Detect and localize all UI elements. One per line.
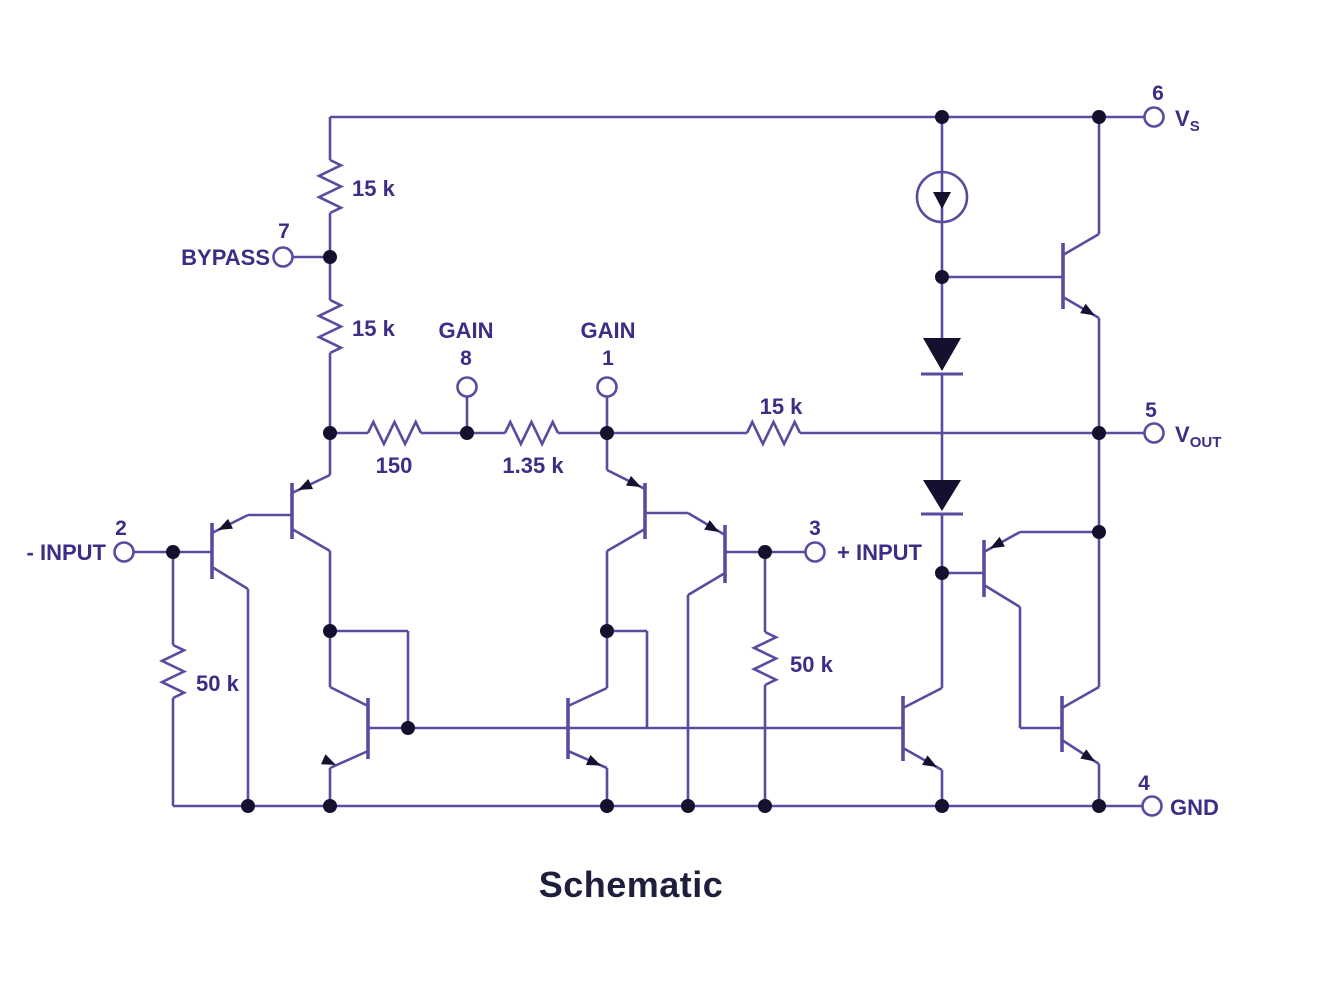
label-r-neg-50k: 50 k (196, 671, 240, 696)
label-r-pos-50k: 50 k (790, 652, 834, 677)
transistor-q1-pnp (210, 513, 292, 591)
q3-emitter-arrow (626, 475, 641, 487)
label-r-top: 15 k (352, 176, 396, 201)
mirror-loop-wire (330, 629, 410, 728)
pin-bypass-terminal (272, 246, 294, 268)
pin-gnd-terminal (1141, 795, 1163, 817)
transistor-q2-pnp (290, 473, 331, 553)
resistor-50k-neg (159, 643, 187, 700)
resistor-150 (366, 419, 423, 447)
transistor-top-npn (1061, 232, 1100, 320)
pin-number-2: 2 (115, 517, 127, 540)
pin-neg-input-terminal (113, 541, 135, 563)
labels: 15 k 15 k 150 1.35 k 15 k 50 k 50 k BYPA… (27, 82, 1222, 905)
diode-2 (921, 480, 963, 516)
sink-pnp-collector-wire (1018, 607, 1062, 730)
sink-pnp-emitter-arrow (990, 536, 1005, 549)
pin-number-3: 3 (809, 517, 821, 540)
driver-emitter-arrow (922, 755, 937, 767)
gain-node-link-wire (607, 629, 649, 728)
label-pos-input: + INPUT (837, 540, 923, 565)
pin-number-6: 6 (1152, 82, 1164, 105)
top-npn-emitter-arrow (1080, 303, 1095, 316)
current-source (915, 170, 969, 224)
pin-vs-terminal (1143, 106, 1165, 128)
label-r-150: 150 (376, 453, 413, 478)
transistors (210, 232, 1100, 806)
label-bypass: BYPASS (181, 245, 270, 270)
transistor-lower-npn (1060, 685, 1100, 766)
resistors (159, 158, 802, 700)
q4-emitter-arrow (704, 520, 719, 532)
label-r-mid: 15 k (760, 394, 804, 419)
pin-number-7: 7 (278, 220, 290, 243)
transistor-q4-pnp (687, 511, 727, 597)
pin-gain1-terminal (596, 376, 618, 398)
label-gain1: GAIN (581, 318, 636, 343)
pin-pos-input-terminal (804, 541, 826, 563)
wires (133, 115, 1145, 808)
pin-number-5: 5 (1145, 399, 1157, 422)
resistor-15k-bypass (316, 298, 344, 355)
label-r-bypass: 15 k (352, 316, 396, 341)
page-title: Schematic (539, 864, 724, 905)
pin-vout-terminal (1143, 422, 1165, 444)
q2-emitter-arrow (298, 479, 314, 490)
label-neg-input: - INPUT (27, 540, 107, 565)
diode-1 (921, 338, 963, 376)
resistor-1-35k (503, 419, 560, 447)
pin-number-4: 4 (1138, 772, 1150, 795)
m1-emitter-arrow (320, 754, 336, 765)
label-vs: VS (1175, 106, 1200, 135)
lower-npn-emitter-arrow (1080, 749, 1095, 762)
resistor-15k-mid (745, 419, 802, 447)
transistor-m2-npn (566, 686, 608, 770)
pin-number-1: 1 (602, 347, 614, 370)
label-gain8: GAIN (439, 318, 494, 343)
pin-number-8: 8 (460, 347, 472, 370)
label-r-1-35k: 1.35 k (502, 453, 564, 478)
resistor-50k-pos (751, 630, 779, 687)
current-source-arrow (933, 192, 951, 209)
label-gnd: GND (1170, 795, 1219, 820)
bias-components (915, 170, 969, 516)
resistor-15k-top (316, 158, 344, 215)
junction-dots (166, 110, 1106, 813)
pin-terminals (113, 106, 1165, 817)
transistor-q3-pnp (606, 468, 688, 553)
m2-emitter-arrow (585, 754, 601, 766)
pin-gain8-terminal (456, 376, 478, 398)
transistor-sink-pnp (982, 530, 1021, 609)
transistor-driver-npn (901, 686, 943, 772)
transistor-m1-npn (320, 685, 370, 806)
q1-emitter-arrow (218, 518, 233, 530)
label-vout: VOUT (1175, 422, 1221, 451)
